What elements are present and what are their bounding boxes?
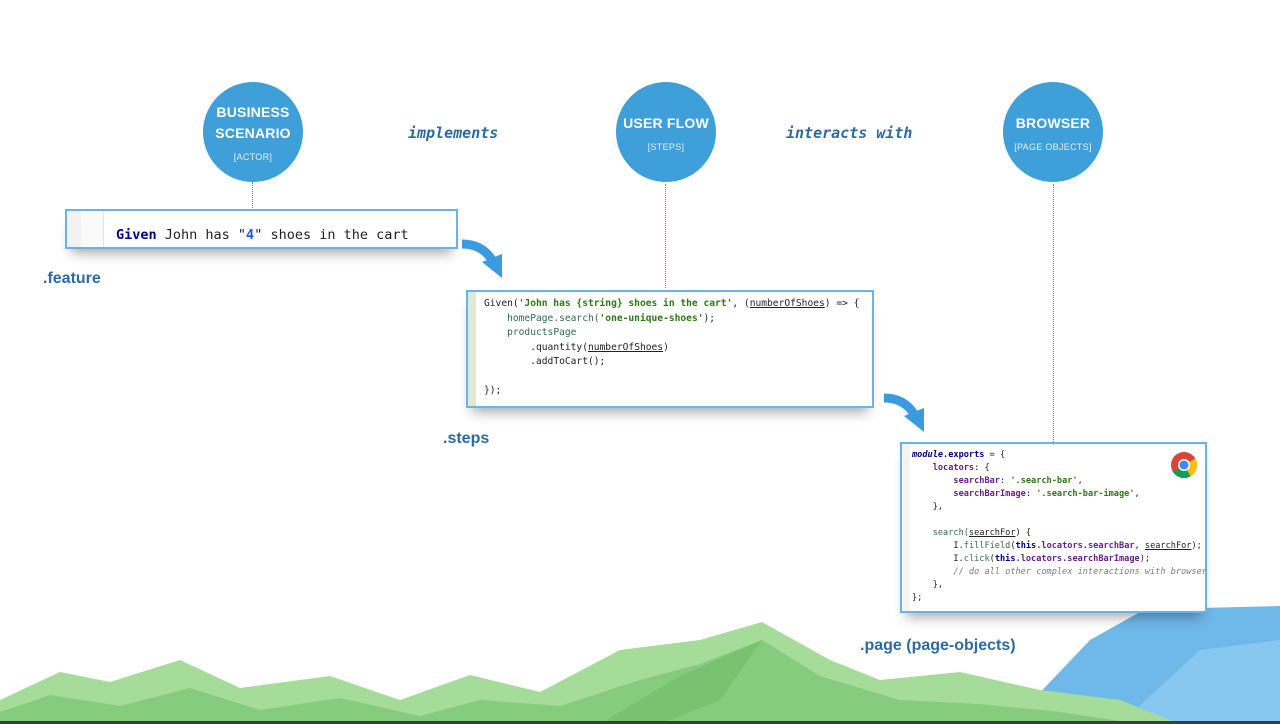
page-objects-code-box: module.exports = { locators: { searchBar… — [900, 442, 1207, 613]
business-scenario-node: BUSINESS SCENARIO [ACTOR] — [203, 82, 303, 182]
page-objects-file-label: .page (page-objects) — [860, 637, 1016, 654]
code-gutter — [468, 292, 476, 406]
user-flow-node: USER FLOW [STEPS] — [616, 82, 716, 182]
interacts-with-label: interacts with — [786, 124, 913, 142]
node-title: BUSINESS — [216, 104, 290, 120]
steps-code-box: Given('John has {string} shoes in the ca… — [466, 290, 874, 408]
connector-browser-page — [1053, 184, 1054, 442]
browser-node: BROWSER [PAGE OBJECTS] — [1003, 82, 1103, 182]
flow-arrow-2 — [883, 393, 924, 432]
chrome-icon — [1171, 452, 1198, 479]
flow-arrow-1 — [461, 239, 502, 278]
steps-file-label: .steps — [443, 430, 490, 447]
node-title: BROWSER — [1015, 114, 1091, 131]
feature-code-box: Given John has "4" shoes in the cart — [65, 209, 458, 249]
mountain-shade — [600, 640, 762, 724]
code-gutter — [67, 211, 81, 247]
node-title: USER FLOW — [623, 114, 709, 131]
node-subtitle: [PAGE OBJECTS] — [1014, 141, 1092, 152]
implements-label: implements — [408, 124, 499, 142]
node-subtitle: [ACTOR] — [233, 152, 273, 162]
connector-business-feature — [252, 182, 253, 210]
water-highlight — [1120, 640, 1280, 724]
code-gutter — [902, 444, 910, 611]
code-gutter-marker — [81, 211, 104, 247]
node-title-line2: SCENARIO — [215, 125, 291, 141]
mountain-range-front — [0, 640, 1140, 724]
page-objects-code: module.exports = { locators: { searchBar… — [912, 450, 1207, 603]
node-subtitle: [STEPS] — [647, 141, 685, 152]
ground-line — [0, 721, 1280, 724]
steps-code: Given('John has {string} shoes in the ca… — [484, 298, 860, 396]
feature-file-label: .feature — [43, 270, 101, 287]
connector-userflow-steps — [665, 184, 666, 288]
feature-code-line: Given John has "4" shoes in the cart — [116, 227, 409, 243]
